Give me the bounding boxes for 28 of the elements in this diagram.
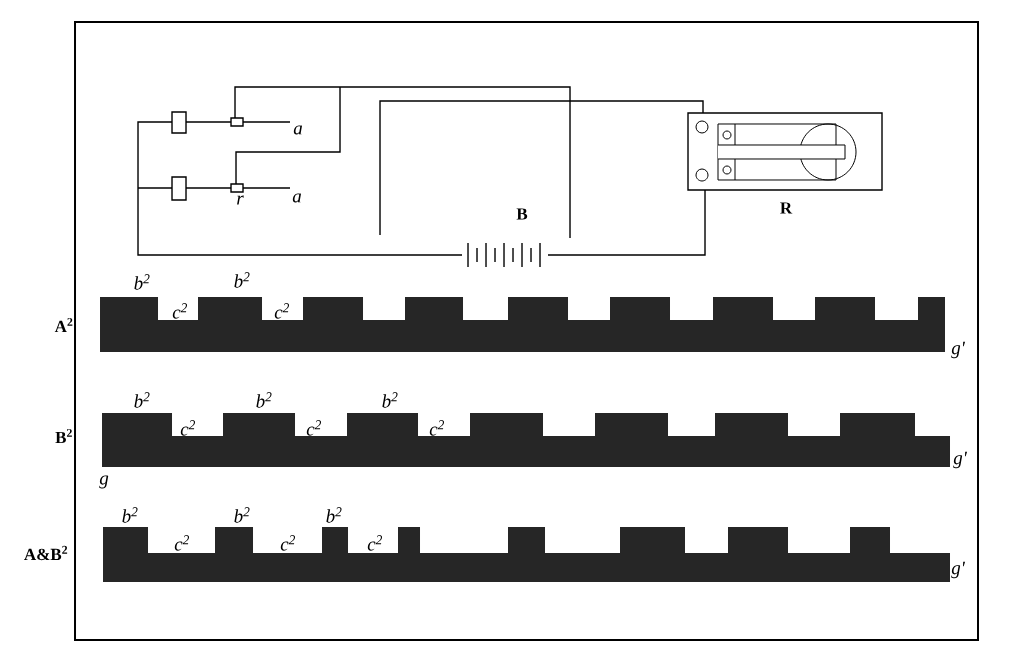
letter-label: c$^{2}$ xyxy=(280,535,295,551)
letter-label: a xyxy=(292,193,302,203)
letter-label: b$^{2}$ xyxy=(122,507,138,523)
letter-label: g' xyxy=(951,561,966,579)
letter-label: A&B$^{2}$ xyxy=(24,545,68,561)
letter-label: B xyxy=(516,208,528,220)
letter-label: c$^{2}$ xyxy=(429,420,444,436)
letter-label: b$^{2}$ xyxy=(382,392,398,408)
letter-label: b$^{2}$ xyxy=(134,274,150,290)
letter-label: b$^{2}$ xyxy=(234,507,250,523)
letter-label: c$^{2}$ xyxy=(274,303,289,319)
letter-label: b$^{2}$ xyxy=(134,392,150,408)
letter-label: R xyxy=(780,202,793,214)
letter-label: r xyxy=(237,195,244,205)
letter-label: b$^{2}$ xyxy=(326,507,342,523)
letter-label: B$^{2}$ xyxy=(55,428,72,444)
letter-label: A$^{2}$ xyxy=(54,317,73,333)
letter-label: a xyxy=(293,125,303,135)
letter-label: c$^{2}$ xyxy=(180,420,195,436)
letter-label: b$^{2}$ xyxy=(256,392,272,408)
letter-label: c$^{2}$ xyxy=(367,535,382,551)
letter-label: c$^{2}$ xyxy=(174,535,189,551)
letter-label: g' xyxy=(951,341,966,359)
letter-label: c$^{2}$ xyxy=(306,420,321,436)
letter-label: g' xyxy=(953,451,968,469)
letter-label: c$^{2}$ xyxy=(172,303,187,319)
letter-label: g xyxy=(99,475,109,489)
letter-label: b$^{2}$ xyxy=(234,272,250,288)
